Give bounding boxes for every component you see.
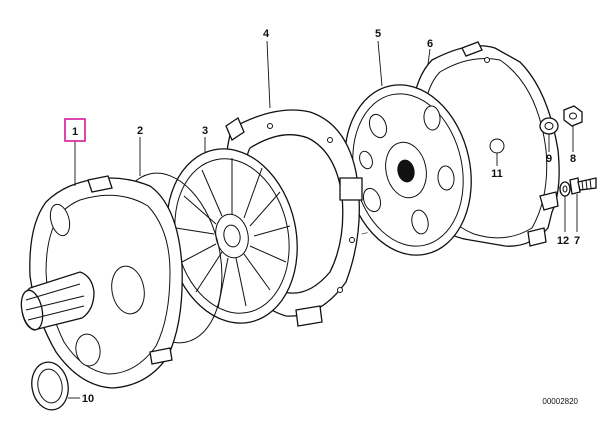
part-10-o-ring[interactable] (28, 359, 72, 413)
callout-4[interactable]: 4 (263, 28, 270, 40)
part-3-diaphragm-spring[interactable] (151, 137, 313, 336)
part-12-washer[interactable] (559, 181, 571, 197)
part-7-bolt[interactable] (569, 177, 597, 195)
leader-lines (68, 40, 578, 399)
callout-1-highlight-box (64, 118, 86, 142)
part-8-hex-nut[interactable] (563, 105, 583, 127)
diagram-reference-number: 00002820 (542, 397, 578, 406)
callout-8[interactable]: 8 (570, 153, 576, 165)
callout-5[interactable]: 5 (375, 28, 381, 40)
part-5-clutch-disc[interactable] (329, 73, 486, 267)
callout-10[interactable]: 10 (82, 393, 94, 405)
part-1-clutch-housing[interactable] (18, 175, 183, 389)
callout-11[interactable]: 11 (491, 168, 503, 180)
callout-labels: 1 2 3 4 5 6 7 8 9 10 11 12 (64, 28, 580, 405)
callout-9[interactable]: 9 (546, 153, 552, 165)
callout-3[interactable]: 3 (202, 125, 208, 137)
callout-6[interactable]: 6 (427, 38, 433, 50)
callout-7[interactable]: 7 (574, 235, 580, 247)
callout-12[interactable]: 12 (557, 235, 569, 247)
callout-2[interactable]: 2 (137, 125, 143, 137)
callout-1[interactable]: 1 (72, 126, 78, 138)
part-9-washer[interactable] (539, 117, 559, 135)
